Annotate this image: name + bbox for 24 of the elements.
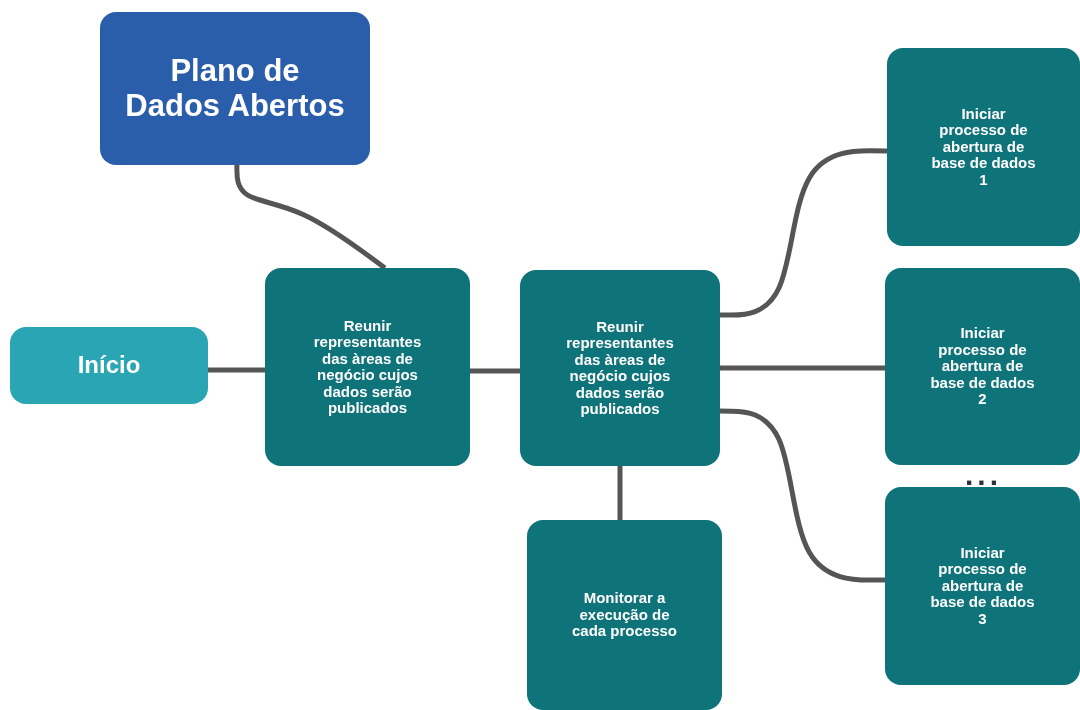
process-box	[887, 48, 1080, 246]
box-text: Iniciar processo de abertura de base de dados 2	[929, 323, 1036, 410]
process-box	[885, 268, 1080, 465]
process-box	[10, 327, 208, 404]
connector-line	[470, 368, 520, 374]
connector-line	[208, 367, 265, 373]
box-text: Início	[76, 350, 142, 381]
process-box	[527, 520, 722, 710]
title-box	[100, 12, 370, 165]
box-text: Iniciar processo de abertura de base de dados 3	[929, 542, 1036, 629]
box-text: Reunir representantes das àreas de negócio cujos dados serão publicados	[565, 316, 675, 419]
process-box	[885, 487, 1080, 685]
connector-line	[617, 466, 623, 520]
box-text: Monitorar a execução de cada processo	[570, 588, 679, 642]
connector-line	[720, 365, 885, 371]
process-box	[265, 268, 470, 466]
ellipsis-label: ...	[965, 458, 1002, 492]
box-text: Plano de Dados Abertos	[124, 52, 346, 125]
process-box	[520, 270, 720, 466]
connector-line	[719, 408, 885, 583]
box-text: Iniciar processo de abertura de base de dados 1	[930, 103, 1037, 190]
box-text: Reunir representantes das àreas de negócio cujos dados serão publicados	[312, 315, 423, 418]
connector-line	[234, 165, 387, 270]
connector-line	[720, 148, 888, 318]
